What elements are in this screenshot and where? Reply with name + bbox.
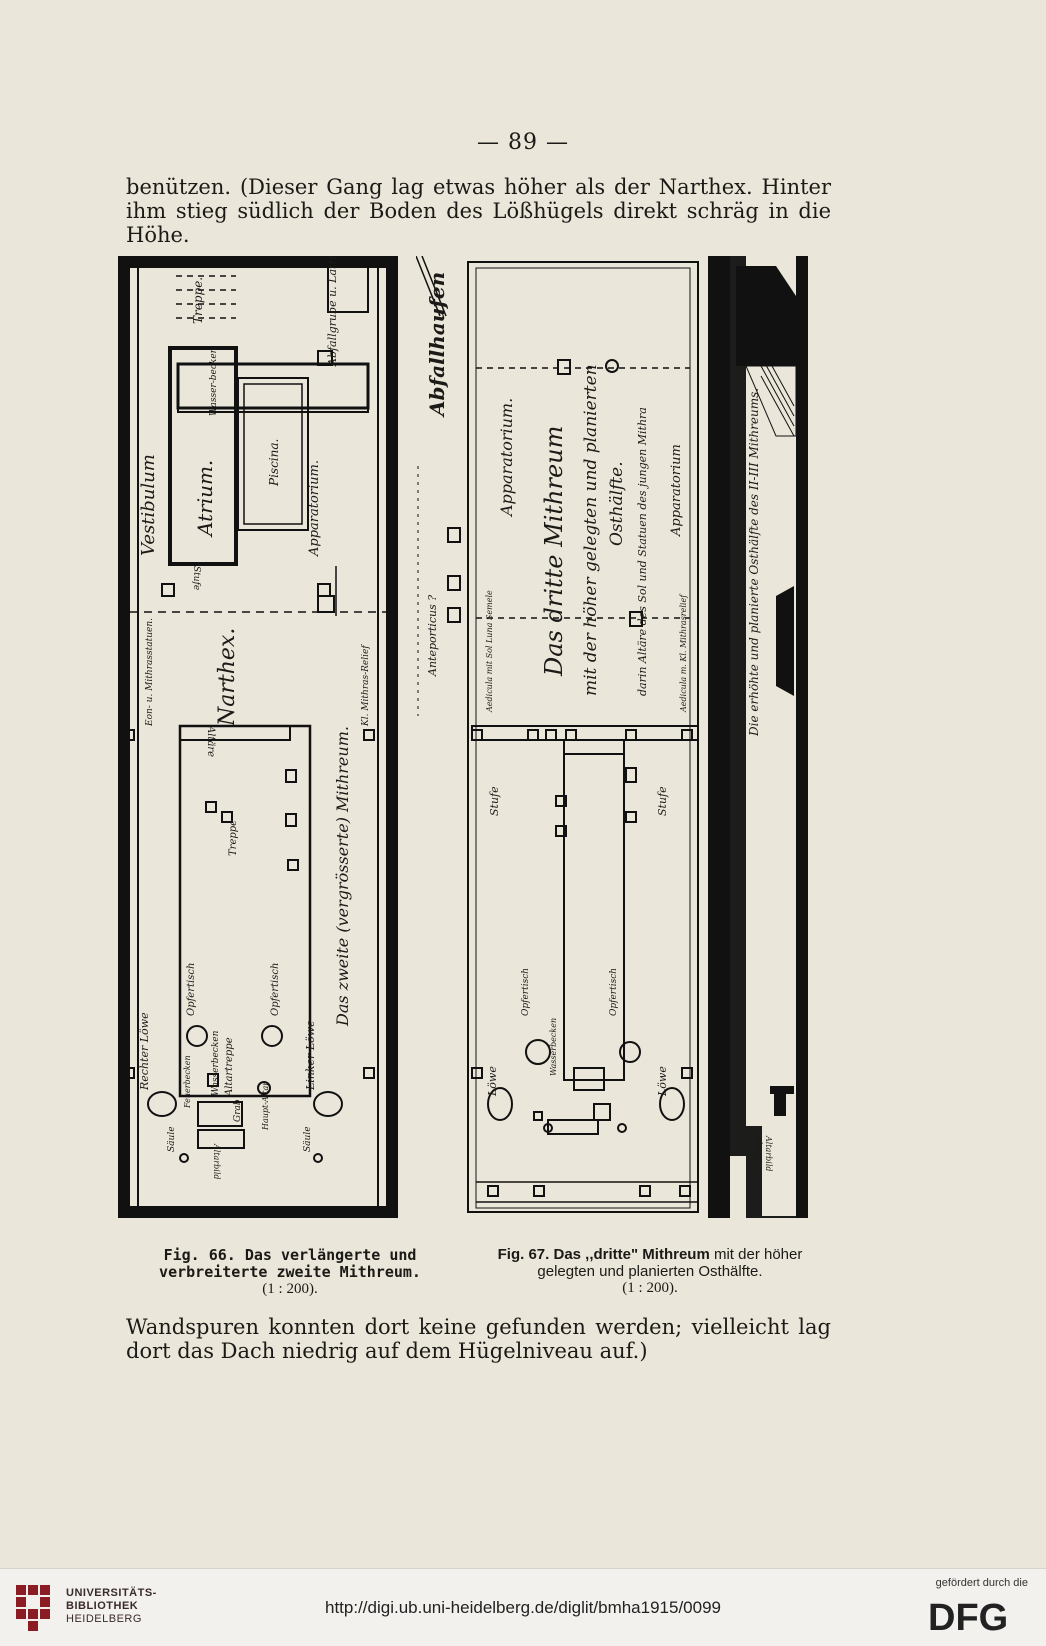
wasserbecken-label: Wasserbecken bbox=[549, 1018, 558, 1076]
apparatorium-label: Apparatorium bbox=[669, 444, 684, 537]
text-line: benützen. (Dieser Gang lag etwas höher a… bbox=[126, 175, 831, 199]
stufe-label: Stufe bbox=[191, 566, 201, 590]
opfertisch-label: Opfertisch bbox=[186, 963, 197, 1016]
wasserbecken-label: Wasser-becken bbox=[209, 347, 219, 416]
permalink-url[interactable]: http://digi.ub.uni-heidelberg.de/diglit/… bbox=[324, 1598, 721, 1617]
figure-67-plan: Abfallhaufen Anteporticus ? Apparatorium… bbox=[416, 256, 808, 1218]
altaere-label: Treppe bbox=[228, 820, 239, 856]
paragraph-top: benützen. (Dieser Gang lag etwas höher a… bbox=[126, 175, 831, 247]
opfertisch-label: Opfertisch bbox=[521, 968, 531, 1016]
abfallgrube-label: Abfallgrube u. Latrine. bbox=[326, 256, 339, 367]
right-wall bbox=[708, 256, 730, 1218]
apparatorium-label: Apparatorium. bbox=[497, 398, 516, 518]
page-number: — 89 — bbox=[477, 130, 569, 155]
title-label: Das dritte Mithreum bbox=[540, 426, 568, 677]
figure-66-plan: Vestibulum Atrium. Piscina. Wasser-becke… bbox=[118, 256, 398, 1218]
atrium-wall bbox=[168, 346, 238, 566]
haupt-altar-label: Haupt-Altar bbox=[261, 1081, 270, 1131]
opfertisch-label: Opfertisch bbox=[609, 968, 619, 1016]
altartreppe-label: Altartreppe bbox=[224, 1037, 235, 1097]
osthaelfte-label: Die erhöhte und planierte Osthälfte des … bbox=[747, 388, 761, 737]
altarbild-label: Altarbild bbox=[212, 1143, 221, 1180]
subtitle-label: mit der höher gelegten und planierten bbox=[581, 364, 601, 696]
anteporticus-label: Anteporticus ? bbox=[426, 595, 439, 677]
book-page: — 89 — benützen. (Dieser Gang lag etwas … bbox=[118, 130, 831, 1363]
vestibulum-label: Vestibulum bbox=[138, 454, 159, 556]
loewe-label: Löwe bbox=[656, 1066, 669, 1097]
piscina-label: Piscina. bbox=[267, 439, 281, 487]
relief-label: Kl. Mithras-Relief bbox=[361, 644, 371, 727]
rechter-loewe-label: Rechter Löwe bbox=[138, 1012, 151, 1091]
narthex-label: Narthex. bbox=[215, 628, 240, 727]
eon-label: Eon- u. Mithrasstatuen. bbox=[145, 618, 155, 727]
aedicula-label: Aedicula mit Sol Luna Semele bbox=[485, 590, 494, 713]
opfertisch-label: Opfertisch bbox=[270, 963, 281, 1016]
title-label: Das zweite (vergrösserte) Mithreum. bbox=[333, 726, 352, 1027]
saeule-label: Säule bbox=[167, 1126, 177, 1152]
altarbild-label: Altarbild bbox=[764, 1135, 773, 1172]
paragraph-bottom: Wandspuren konnten dort keine gefunden w… bbox=[126, 1315, 831, 1363]
loewe-label: Löwe bbox=[486, 1066, 499, 1097]
abfallhaufen-label: Abfallhaufen bbox=[425, 272, 449, 418]
dfg-logo-icon[interactable]: DFG bbox=[928, 1596, 1028, 1636]
saeule-label: Säule bbox=[303, 1126, 313, 1152]
wasserbecken-label: Wasserbecken bbox=[211, 1030, 221, 1096]
university-library-logo-icon[interactable] bbox=[12, 1581, 56, 1633]
figure-67-caption: Fig. 67. Das ,,dritte" Mithreum mit der … bbox=[497, 1246, 803, 1296]
dfg-funding-note: gefördert durch die bbox=[935, 1577, 1028, 1589]
mithrasrelief-label: Aedicula m. Kl. Mithrasrelief bbox=[679, 593, 688, 713]
linker-loewe-label: Linker Löwe bbox=[304, 1020, 317, 1091]
stufe-label: Stufe bbox=[488, 786, 501, 816]
figure-66-caption: Fig. 66. Das verlängerte und verbreitert… bbox=[159, 1246, 421, 1298]
stufe-label: Stufe bbox=[656, 786, 669, 816]
feuerbecken-label: Feuerbecken bbox=[183, 1055, 192, 1109]
apparatorium-label: Apparatorium. bbox=[307, 460, 322, 557]
piscina-outline bbox=[237, 377, 309, 531]
altaere-label: Altäre bbox=[205, 725, 216, 757]
darin-label: darin Altäre des Sol und Statuen des jun… bbox=[636, 407, 649, 696]
svg-text:DFG: DFG bbox=[928, 1597, 1008, 1636]
viewer-footer: UNIVERSITÄTS- BIBLIOTHEK HEIDELBERG http… bbox=[0, 1568, 1046, 1646]
subtitle-label: Osthälfte. bbox=[607, 461, 627, 546]
university-library-name[interactable]: UNIVERSITÄTS- BIBLIOTHEK HEIDELBERG bbox=[66, 1587, 157, 1625]
grab-label: Grab bbox=[233, 1099, 243, 1122]
treppe-label: Treppe. bbox=[191, 277, 205, 324]
text-line: Wandspuren konnten dort keine gefunden w… bbox=[126, 1315, 831, 1339]
altar-label: Altar bbox=[754, 1135, 763, 1157]
text-line: ihm stieg südlich der Boden des Lößhügel… bbox=[126, 199, 831, 247]
atrium-label: Atrium. bbox=[193, 460, 217, 538]
text-line: dort das Dach niedrig auf dem Hügelnivea… bbox=[126, 1339, 648, 1363]
